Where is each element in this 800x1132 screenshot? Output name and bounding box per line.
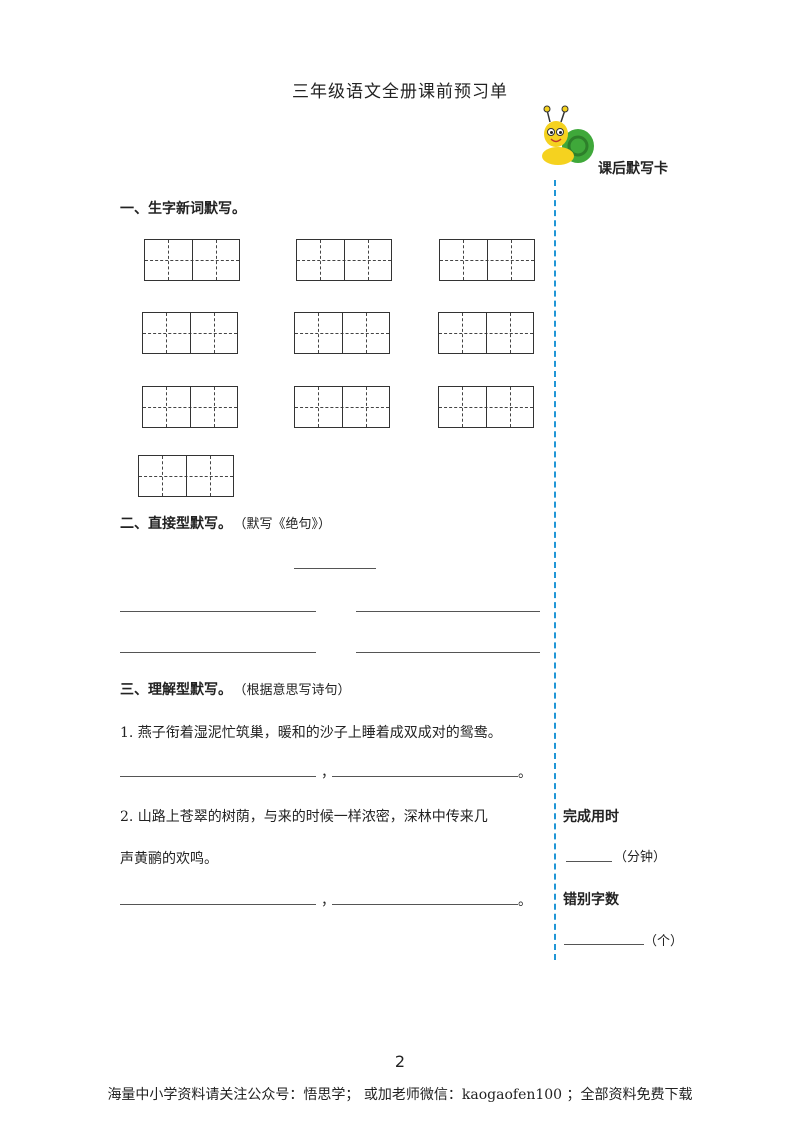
- question-1: 1. 燕子衔着湿泥忙筑巢，暖和的沙子上睡着成双成对的鸳鸯。: [120, 725, 502, 741]
- question-2-line1: 2. 山路上苍翠的树荫，与来的时候一样浓密，深林中传来几: [120, 809, 488, 825]
- section2-title-text: 二、直接型默写。: [120, 516, 232, 532]
- section2-title: 二、直接型默写。 （默写《绝句》）: [120, 513, 331, 533]
- writing-grid[interactable]: [294, 386, 390, 428]
- writing-grid[interactable]: [438, 312, 534, 354]
- section3-title: 三、理解型默写。 （根据意思写诗句）: [120, 679, 351, 699]
- writing-grid[interactable]: [142, 386, 238, 428]
- time-unit: （分钟）: [614, 850, 667, 865]
- writing-grid[interactable]: [296, 239, 392, 281]
- footer-text: 海量中小学资料请关注公众号：悟思学； 或加老师微信：kaogaofen100 ；…: [107, 1087, 693, 1103]
- error-unit: （个）: [644, 934, 684, 949]
- comma: ，: [321, 893, 335, 909]
- answer-line[interactable]: [332, 776, 518, 777]
- writing-grid[interactable]: [438, 386, 534, 428]
- answer-line[interactable]: [120, 611, 316, 612]
- answer-line-title[interactable]: [294, 568, 376, 569]
- error-input-line[interactable]: [564, 944, 644, 945]
- section3-title-text: 三、理解型默写。: [120, 682, 232, 698]
- writing-grid[interactable]: [439, 239, 535, 281]
- answer-line[interactable]: [120, 652, 316, 653]
- answer-line[interactable]: [332, 904, 518, 905]
- answer-line[interactable]: [356, 611, 540, 612]
- time-label: 完成用时: [563, 809, 619, 825]
- snail-mascot-icon: [542, 105, 594, 165]
- writing-grid[interactable]: [142, 312, 238, 354]
- writing-grid[interactable]: [138, 455, 234, 497]
- answer-line[interactable]: [120, 904, 316, 905]
- section1-title: 一、生字新词默写。: [120, 201, 246, 217]
- card-title: 课后默写卡: [598, 161, 668, 177]
- section2-note: （默写《绝句》）: [240, 517, 332, 532]
- writing-grid[interactable]: [144, 239, 240, 281]
- answer-line[interactable]: [120, 776, 316, 777]
- page-title: 三年级语文全册课前预习单: [292, 82, 508, 102]
- time-input-line[interactable]: [566, 861, 612, 862]
- page-number: 2: [394, 1052, 406, 1071]
- period: 。: [518, 893, 532, 909]
- error-label: 错别字数: [563, 892, 619, 908]
- dashed-divider: [554, 180, 556, 960]
- section3-note: （根据意思写诗句）: [240, 683, 351, 698]
- period: 。: [518, 765, 532, 781]
- answer-line[interactable]: [356, 652, 540, 653]
- comma: ，: [321, 765, 335, 781]
- question-2-line2: 声黄鹂的欢鸣。: [120, 851, 218, 867]
- writing-grid[interactable]: [294, 312, 390, 354]
